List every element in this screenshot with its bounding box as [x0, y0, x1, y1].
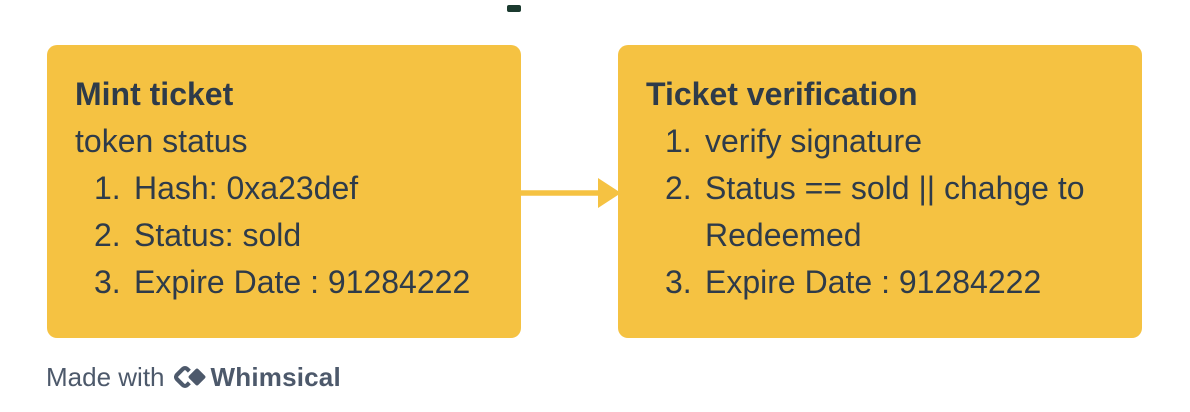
list-item-text: Expire Date : 91284222: [134, 264, 471, 300]
ordered-list: 1. verify signature 2. Status == sold ||…: [646, 118, 1114, 306]
connector-arrow[interactable]: [520, 178, 621, 208]
card-title: Mint ticket: [75, 76, 234, 112]
list-item-line: Status == sold || chahge to: [705, 170, 1085, 206]
list-item: 3. Expire Date : 91284222: [75, 259, 493, 306]
list-item: 1. verify signature: [646, 118, 1114, 165]
card-ticket-verification[interactable]: Ticket verification 1. verify signature …: [618, 45, 1142, 338]
artifact-mark: [507, 5, 521, 12]
list-item-text: verify signature: [705, 123, 922, 159]
list-item: 2. Status == sold || chahge to Redeemed: [646, 165, 1114, 259]
card-subtitle: token status: [75, 123, 248, 159]
list-item-number: 1.: [94, 170, 121, 206]
made-with-label: Made with: [46, 361, 165, 392]
list-item-text: Expire Date : 91284222: [705, 264, 1042, 300]
list-item-text: Status: sold: [134, 217, 302, 253]
whimsical-wordmark[interactable]: Whimsical: [210, 361, 341, 392]
card-mint-ticket[interactable]: Mint ticket token status 1. Hash: 0xa23d…: [47, 45, 521, 338]
list-item: 2. Status: sold: [75, 212, 493, 259]
list-item-text: Status == sold || chahge to Redeemed: [705, 165, 1085, 259]
list-item-number: 2.: [665, 170, 692, 206]
list-item-line: Redeemed: [705, 217, 862, 253]
list-item-number: 3.: [94, 264, 121, 300]
list-item-number: 3.: [665, 264, 692, 300]
whimsical-logo-icon[interactable]: [173, 363, 208, 391]
list-item-text: Hash: 0xa23def: [134, 170, 359, 206]
whimsical-attribution[interactable]: Made with Whimsical: [46, 361, 341, 393]
list-item-number: 2.: [94, 217, 121, 253]
list-item: 1. Hash: 0xa23def: [75, 165, 493, 212]
ordered-list: 1. Hash: 0xa23def 2. Status: sold 3. Exp…: [75, 165, 493, 306]
card-title: Ticket verification: [646, 76, 918, 112]
list-item-number: 1.: [665, 123, 692, 159]
list-item: 3. Expire Date : 91284222: [646, 259, 1114, 306]
